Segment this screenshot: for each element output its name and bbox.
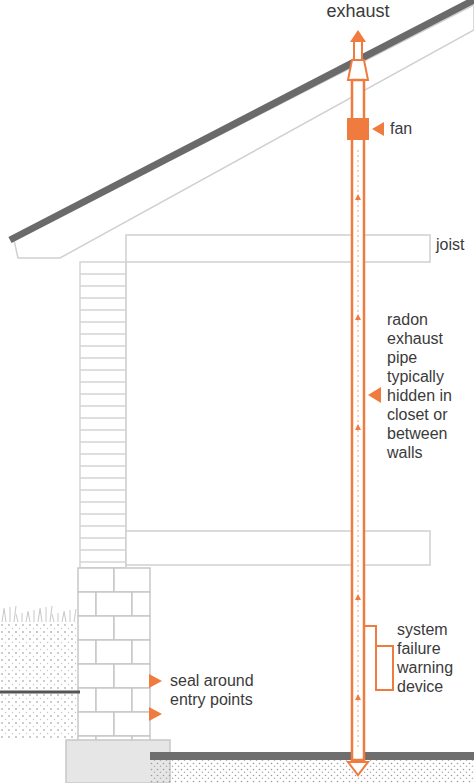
siding-line — [80, 549, 126, 551]
grass-blade — [26, 612, 28, 622]
foundation-block — [132, 592, 150, 616]
siding-line — [80, 405, 126, 407]
grass-blade — [70, 610, 71, 622]
siding-line — [80, 501, 126, 503]
grass-blade — [28, 611, 30, 622]
floor-slab — [150, 752, 474, 760]
siding-line — [80, 369, 126, 371]
grass-blade — [34, 610, 35, 622]
siding-line — [80, 465, 126, 467]
pipe-cap — [348, 60, 368, 80]
grass-blade — [58, 613, 59, 622]
pipe-inlet-arrow — [348, 762, 368, 775]
siding-line — [80, 525, 126, 527]
siding-lines — [80, 274, 126, 562]
grass-blade — [10, 607, 11, 622]
grass-blade — [2, 609, 4, 622]
device-label: system failure warning device — [397, 620, 471, 696]
warning-device — [376, 646, 393, 690]
siding-line — [80, 513, 126, 515]
siding-line — [80, 345, 126, 347]
exhaust-arrow — [350, 30, 366, 42]
siding-line — [80, 321, 126, 323]
foundation-block — [78, 568, 114, 592]
soil — [0, 622, 78, 740]
siding-line — [80, 537, 126, 539]
joist-label: joist — [436, 235, 472, 254]
siding-line — [80, 393, 126, 395]
foundation-block — [78, 616, 114, 640]
foundation-block — [114, 568, 150, 592]
siding-line — [80, 453, 126, 455]
roof — [10, 0, 474, 240]
foundation-block — [96, 688, 132, 712]
foundation-block — [114, 664, 150, 688]
foundation-blocks — [78, 568, 150, 760]
foundation-block — [96, 592, 132, 616]
grass-blade — [16, 614, 18, 622]
siding-line — [80, 489, 126, 491]
siding-line — [80, 417, 126, 419]
floor-joist — [126, 531, 430, 565]
grass-blade — [22, 613, 23, 622]
siding-line — [80, 429, 126, 431]
fan-pointer — [372, 122, 384, 136]
airflow-line — [358, 150, 359, 750]
grass-blade — [40, 608, 42, 622]
siding-line — [80, 273, 126, 275]
grass — [2, 606, 76, 622]
seal-label: seal around entry points — [170, 671, 290, 709]
siding-line — [80, 285, 126, 287]
foundation-block — [114, 712, 150, 736]
foundation-block — [78, 664, 114, 688]
foundation-block — [132, 640, 150, 664]
grass-blade — [62, 612, 64, 622]
device-wire — [364, 626, 376, 646]
siding-line — [80, 357, 126, 359]
house-wall — [125, 262, 127, 568]
seal-pointer — [149, 707, 162, 721]
foundation-block — [132, 688, 150, 712]
siding-wall — [80, 262, 126, 568]
radon-pipe — [352, 80, 364, 760]
foundation-block — [78, 712, 114, 736]
exhaust-label: exhaust — [318, 2, 398, 21]
pipe-label: radon exhaust pipe typically hidden in c… — [387, 310, 471, 462]
grass-blade — [74, 609, 76, 622]
siding-line — [80, 477, 126, 479]
grass-blade — [52, 614, 54, 622]
fan-box — [347, 118, 369, 140]
foundation-block — [96, 640, 132, 664]
entry-pipe — [0, 691, 80, 694]
grass-blade — [64, 611, 66, 622]
siding-line — [80, 561, 126, 563]
grass-blade — [50, 606, 52, 622]
foundation-block — [78, 640, 96, 664]
siding-line — [80, 309, 126, 311]
seal-pointer — [149, 674, 162, 688]
siding-line — [80, 441, 126, 443]
grass-blade — [14, 606, 16, 622]
exhaust-outlet — [354, 40, 362, 60]
fan-label: fan — [390, 119, 460, 138]
grass-blade — [46, 607, 47, 622]
grass-blade — [4, 608, 6, 622]
roof-eave — [14, 5, 474, 258]
foundation-block — [78, 688, 96, 712]
grass-blade — [38, 609, 40, 622]
siding-line — [80, 381, 126, 383]
gravel — [150, 760, 474, 783]
foundation-block — [114, 616, 150, 640]
foundation-block — [78, 592, 96, 616]
siding-line — [80, 333, 126, 335]
siding-line — [80, 297, 126, 299]
pipe-pointer — [368, 387, 381, 403]
airflow-arrows — [355, 194, 361, 700]
joist — [126, 235, 430, 262]
